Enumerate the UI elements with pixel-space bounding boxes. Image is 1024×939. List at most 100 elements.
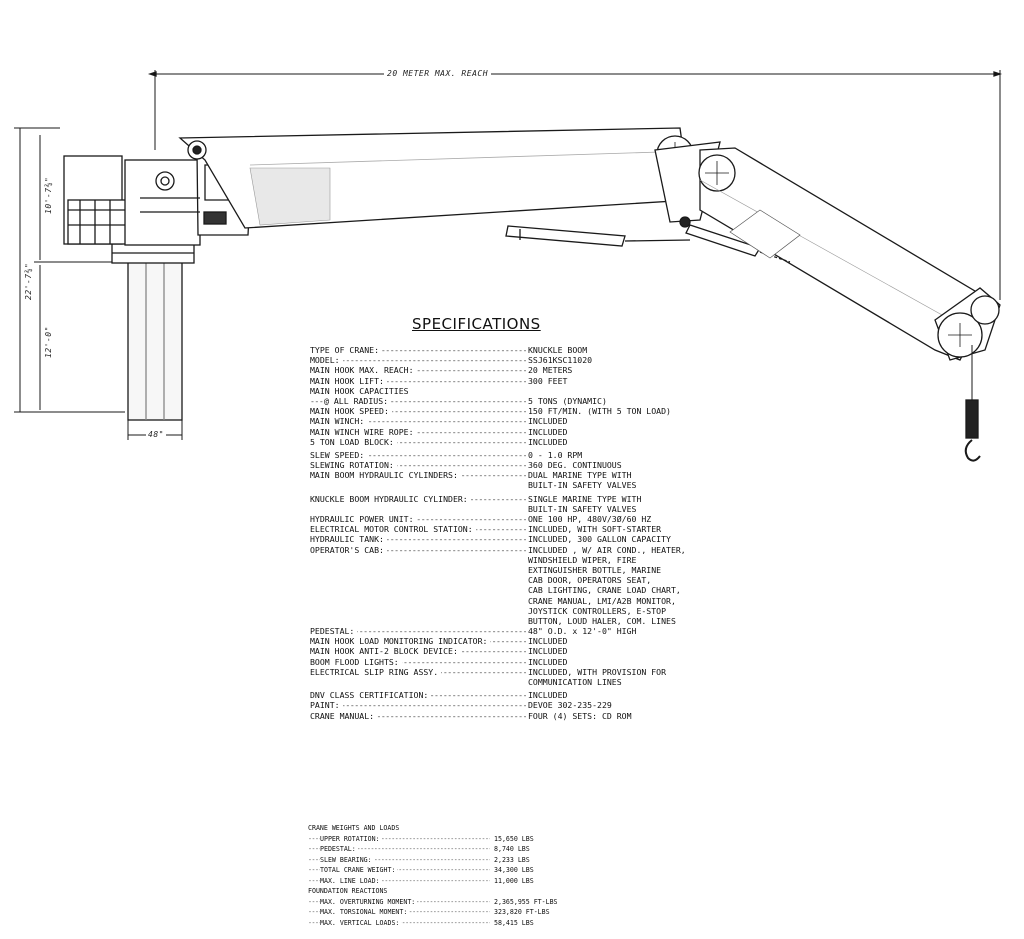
leader-dashes: ----------------------------------------…: [310, 345, 526, 355]
spec-label: MODEL:: [310, 355, 343, 366]
spec-value: INCLUDED: [528, 646, 568, 657]
reach-dimension-label: 20 METER MAX. REACH: [384, 69, 492, 78]
spec-row: ----------------------------------------…: [310, 626, 710, 637]
leader-dashes: ----------------------------------------…: [310, 426, 526, 437]
spec-value: INCLUDED, WITH SOFT-STARTER: [528, 524, 662, 535]
weights-label: PEDESTAL:: [320, 844, 358, 854]
spec-row: ----------------------------------------…: [310, 514, 710, 524]
spec-row: ----------------------------------------…: [310, 449, 710, 460]
spec-label: CRANE MANUAL:: [310, 710, 378, 721]
spec-row: ----------------------------------------…: [310, 690, 710, 701]
leader-dashes: ----------------------------------------…: [310, 514, 526, 524]
weights-label: MAX. LINE LOAD:: [320, 875, 382, 886]
spec-label: HYDRAULIC POWER UNIT:: [310, 514, 417, 524]
spec-row-continuation: EXTINGUISHER BOTTLE, MARINE: [310, 565, 710, 575]
leader-dashes: ----------------------------------------…: [310, 700, 526, 711]
spec-value: INCLUDED: [528, 426, 568, 437]
spec-row: ----------------------------------------…: [310, 534, 710, 545]
spec-row: ----------------------------------------…: [310, 544, 710, 555]
spec-row: MAIN HOOK CAPACITIES: [310, 385, 710, 396]
spec-value: 360 DEG. CONTINUOUS: [528, 460, 622, 471]
spec-row-continuation: JOYSTICK CONTROLLERS, E-STOP: [310, 606, 710, 616]
spec-value-continuation: CAB DOOR, OPERATORS SEAT,: [528, 575, 652, 586]
spec-value: INCLUDED: [528, 436, 568, 447]
spec-label: MAIN HOOK LIFT:: [310, 375, 387, 386]
spec-row: ----------------------------------------…: [310, 406, 710, 417]
spec-label: MAIN HOOK LOAD MONITORING INDICATOR:: [310, 636, 491, 647]
spec-value: INCLUDED , W/ AIR COND., HEATER,: [528, 544, 686, 555]
weights-row: ----------------------------------------…: [308, 854, 568, 866]
spec-value-continuation: CAB LIGHTING, CRANE LOAD CHART,: [528, 585, 681, 596]
spec-row-continuation: BUILT-IN SAFETY VALVES: [310, 480, 710, 490]
spec-row: ----------------------------------------…: [310, 375, 710, 386]
spec-row: ----------------------------------------…: [310, 493, 710, 504]
spec-row: ----------------------------------------…: [310, 710, 710, 721]
leader-dashes: ----------------------------------------…: [310, 460, 526, 471]
leader-dashes: ----------------------------------------…: [310, 406, 526, 417]
upper-height-label: 10'-7¾": [44, 176, 53, 214]
foundation-label: MAX. VERTICAL LOADS:: [320, 917, 402, 928]
spec-label: BOOM FLOOD LIGHTS:: [310, 656, 402, 667]
spec-label: MAIN BOOM HYDRAULIC CYLINDERS:: [310, 470, 461, 481]
weights-value: 2,233 LBS: [494, 855, 530, 864]
leader-dashes: ----------------------------------------…: [310, 365, 526, 376]
spec-row: ----------------------------------------…: [310, 666, 710, 677]
spec-label: MAIN WINCH:: [310, 416, 368, 427]
weights-value: 34,300 LBS: [494, 866, 534, 874]
specifications-title: SPECIFICATIONS: [412, 315, 541, 333]
spec-value: SSJ61KSC11020: [528, 355, 593, 366]
leader-dashes: ----------------------------------------…: [310, 416, 526, 427]
weights-row: ----------------------------------------…: [308, 865, 568, 876]
pedestal-width-label: 48": [146, 430, 166, 439]
spec-row: ----------------------------------------…: [310, 700, 710, 711]
leader-dashes: ----------------------------------------…: [310, 375, 526, 386]
spec-value: 150 FT/MIN. (WITH 5 TON LOAD): [528, 406, 671, 417]
spec-value: 0 - 1.0 RPM: [528, 449, 583, 460]
spec-label: MAIN WINCH WIRE ROPE:: [310, 426, 417, 437]
foundation-row: ----------------------------------------…: [308, 896, 568, 908]
spec-row: ----------------------------------------…: [310, 365, 710, 376]
spec-label: TYPE OF CRANE:: [310, 345, 383, 355]
spec-value-continuation: EXTINGUISHER BOTTLE, MARINE: [528, 564, 662, 575]
pedestal: [127, 261, 183, 421]
spec-value: ONE 100 HP, 480V/3Ø/60 HZ: [528, 514, 652, 524]
spec-row-continuation: CAB LIGHTING, CRANE LOAD CHART,: [310, 585, 710, 595]
weights-value: 11,000 LBS: [494, 876, 534, 885]
leader-dashes: ----------------------------------------…: [310, 395, 526, 406]
spec-value: INCLUDED, 300 GALLON CAPACITY: [528, 534, 671, 545]
spec-label: KNUCKLE BOOM HYDRAULIC CYLINDER:: [310, 493, 471, 504]
spec-row-continuation: BUILT-IN SAFETY VALVES: [310, 504, 710, 514]
hook: [964, 439, 981, 462]
spec-row: ----------------------------------------…: [310, 524, 710, 535]
spec-row-continuation: WINDSHIELD WIPER, FIRE: [310, 555, 710, 565]
spec-value: INCLUDED: [528, 636, 568, 647]
spec-row: ----------------------------------------…: [310, 426, 710, 437]
leader-dashes: ----------------------------------------…: [310, 710, 526, 721]
spec-value: INCLUDED: [528, 416, 568, 427]
foundation-label: MAX. OVERTURNING MOMENT:: [320, 896, 418, 907]
spec-row: ----------------------------------------…: [310, 646, 710, 657]
spec-label: MAIN HOOK CAPACITIES: [310, 385, 412, 396]
load-block: [965, 399, 979, 439]
crane-housing: [124, 159, 201, 246]
spec-value: FOUR (4) SETS: CD ROM: [528, 710, 632, 721]
pedestal-height-label: 12'-0": [44, 326, 53, 358]
spec-label: ELECTRICAL MOTOR CONTROL STATION:: [310, 524, 476, 535]
spec-row: ----------------------------------------…: [310, 636, 710, 647]
weights-and-reactions: CRANE WEIGHTS AND LOADS ----------------…: [308, 823, 568, 928]
foundation-value: 323,820 FT-LBS: [494, 908, 550, 916]
spec-value-continuation: WINDSHIELD WIPER, FIRE: [528, 554, 637, 565]
weights-row: ----------------------------------------…: [308, 875, 568, 887]
spec-row: ----------------------------------------…: [310, 345, 710, 355]
leader-dashes: ----------------------------------------…: [310, 436, 526, 447]
spec-label: PEDESTAL:: [310, 626, 358, 637]
spec-value: 300 FEET: [528, 375, 568, 386]
knuckle-boom-jib: [699, 147, 991, 361]
leader-dashes: ----------------------------------------…: [310, 544, 526, 555]
spec-value: 48" O.D. x 12'-0" HIGH: [528, 626, 637, 637]
spec-value-continuation: CRANE MANUAL, LMI/A2B MONITOR,: [528, 595, 676, 606]
weights-label: TOTAL CRANE WEIGHT:: [320, 865, 398, 875]
leader-dashes: ----------------------------------------…: [308, 855, 490, 864]
specifications-table: ----------------------------------------…: [310, 345, 710, 721]
